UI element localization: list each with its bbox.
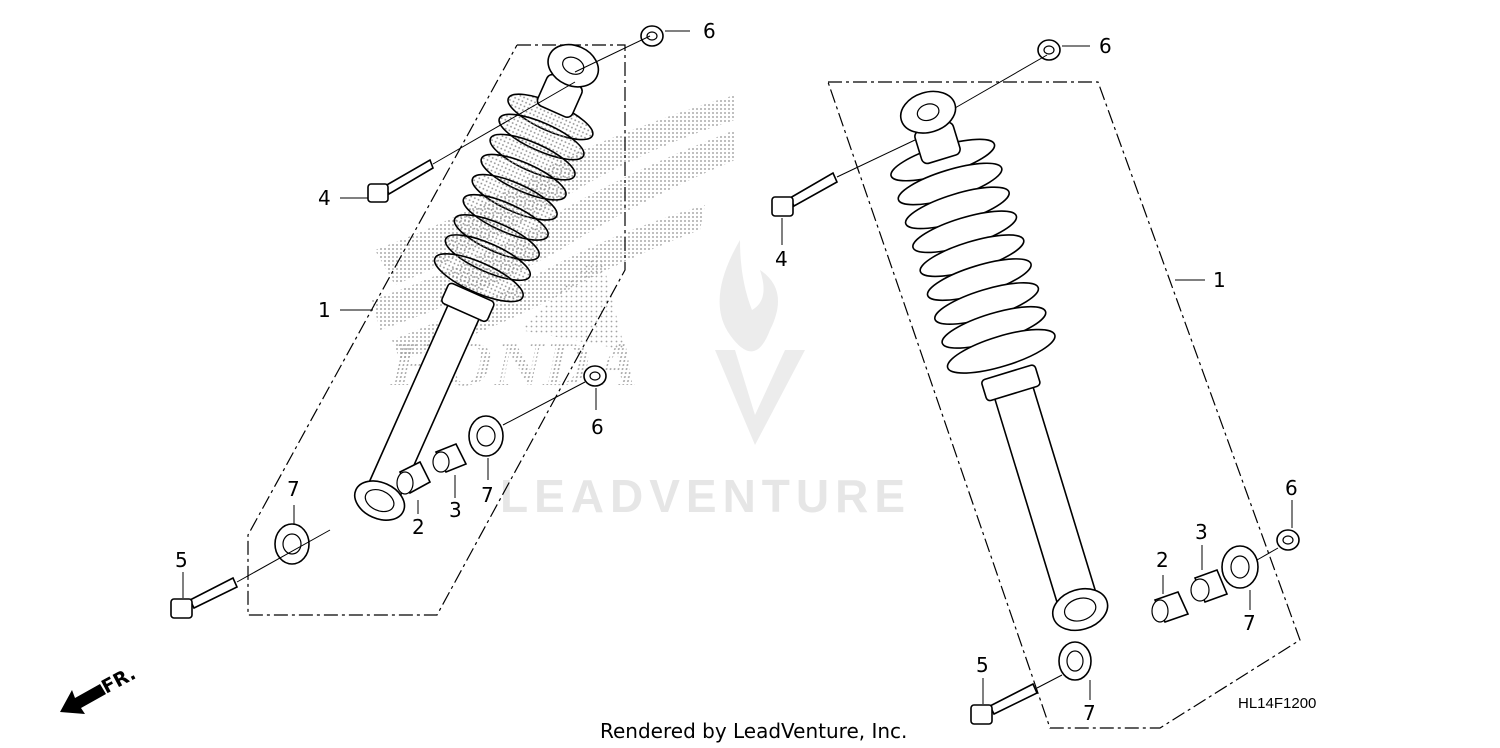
footer-credit: Rendered by LeadVenture, Inc. — [600, 719, 907, 743]
right-lower-bolt — [970, 682, 1039, 725]
front-direction-indicator: FR. — [60, 662, 139, 714]
watermark-text: LEADVENTURE — [500, 470, 911, 522]
left-callout-3: 3 — [449, 498, 462, 522]
right-upper-nut — [1037, 39, 1061, 61]
left-callout-1: 1 — [318, 298, 331, 322]
right-coil-spring — [890, 138, 1056, 374]
right-callout-6a: 6 — [1099, 34, 1112, 58]
right-callout-7b: 7 — [1243, 611, 1256, 635]
right-callout-3: 3 — [1195, 520, 1208, 544]
arrow-down-left-icon — [60, 684, 106, 714]
right-callout-6b: 6 — [1285, 476, 1298, 500]
right-callout-4: 4 — [775, 247, 788, 271]
right-collar — [1151, 591, 1190, 623]
left-bushing — [432, 442, 468, 474]
left-callout-4: 4 — [318, 186, 331, 210]
diagram-code: HL14F1200 — [1238, 695, 1316, 712]
right-shock-absorber — [890, 90, 1109, 632]
right-lower-nut — [1276, 529, 1300, 551]
right-callout-7a: 7 — [1083, 701, 1096, 725]
right-leaders — [781, 45, 1293, 704]
left-lower-bolt — [170, 576, 239, 619]
left-leaders — [182, 30, 690, 598]
right-bushing — [1190, 568, 1229, 604]
right-callout-1: 1 — [1213, 268, 1226, 292]
left-group-frame — [247, 44, 626, 616]
leadventure-watermark: LEADVENTURE — [500, 240, 911, 522]
right-upper-bolt — [771, 171, 839, 217]
left-dust-seal-2 — [468, 415, 504, 457]
right-assembly: 1 2 3 4 5 6 6 7 7 — [771, 34, 1301, 729]
right-group-frame — [827, 81, 1301, 729]
right-callout-2: 2 — [1156, 548, 1169, 572]
left-shock-absorber — [353, 43, 600, 521]
left-callout-2: 2 — [412, 515, 425, 539]
left-callout-7b: 7 — [481, 483, 494, 507]
left-callout-5: 5 — [175, 548, 188, 572]
left-lower-nut — [583, 365, 607, 387]
left-upper-nut — [640, 25, 664, 47]
left-callout-7a: 7 — [287, 477, 300, 501]
left-assembly: 1 2 3 4 5 6 6 7 7 — [170, 19, 716, 619]
left-upper-bolt — [367, 158, 434, 203]
left-callout-6b: 6 — [591, 415, 604, 439]
left-coil-spring — [433, 93, 594, 303]
right-callout-5: 5 — [976, 653, 989, 677]
left-collar — [396, 460, 432, 495]
left-callout-6a: 6 — [703, 19, 716, 43]
right-dust-seal-2 — [1221, 545, 1259, 589]
right-dust-seal-1 — [1058, 641, 1092, 681]
